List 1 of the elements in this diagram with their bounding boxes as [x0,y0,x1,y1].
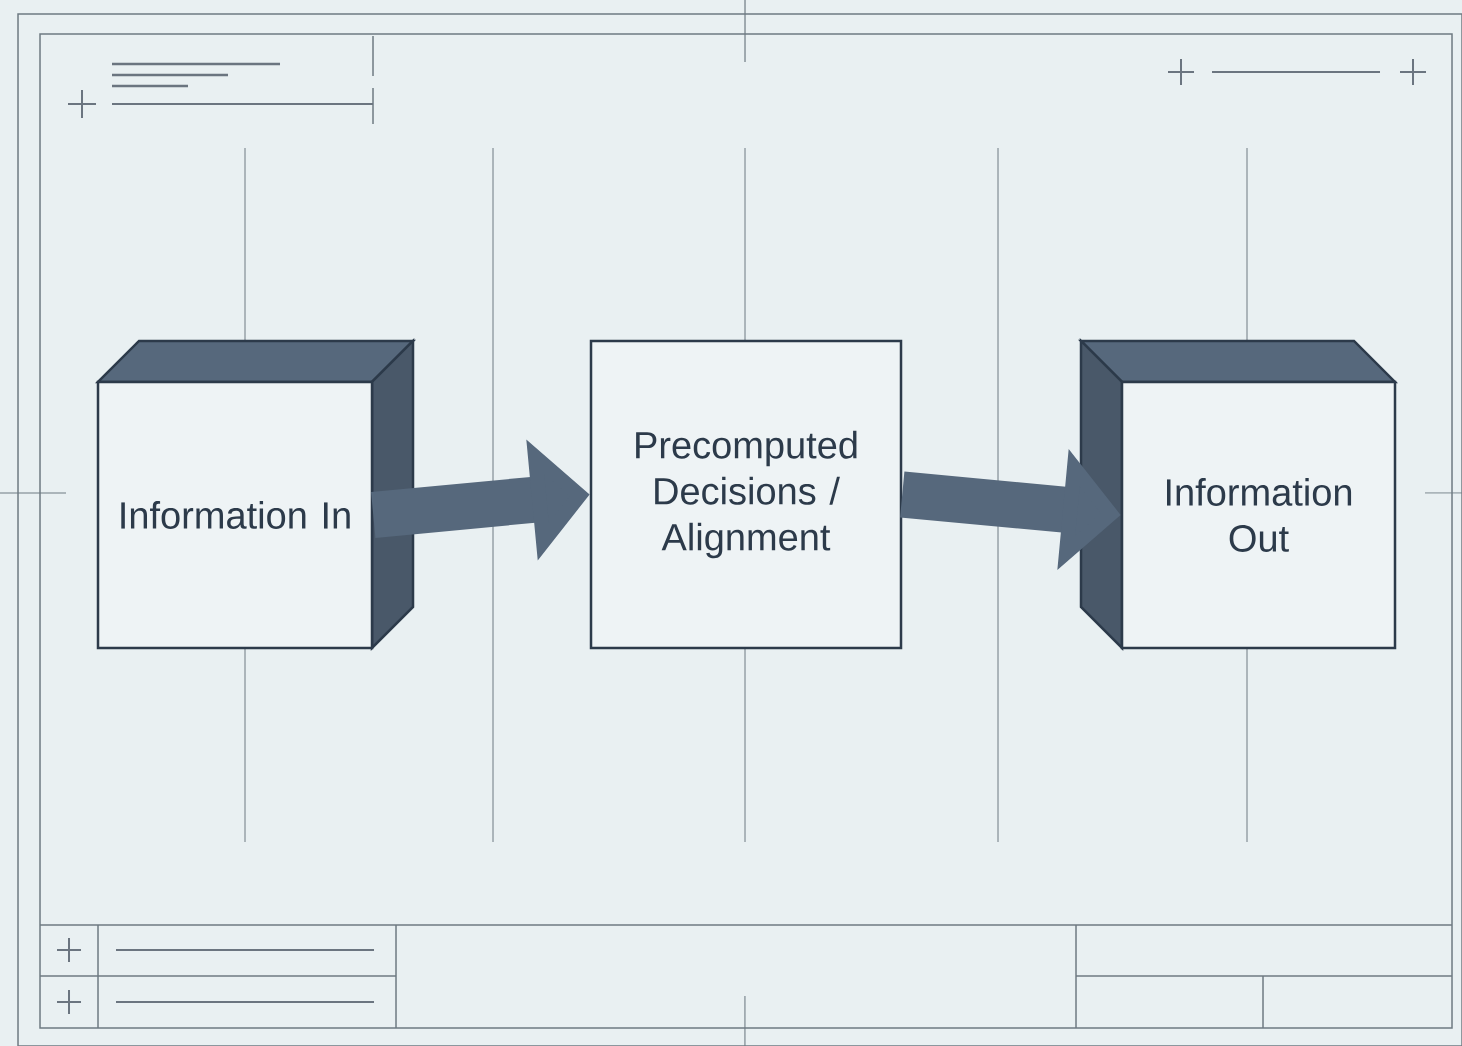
process-box: Precomputed Decisions / Alignment [589,339,903,650]
